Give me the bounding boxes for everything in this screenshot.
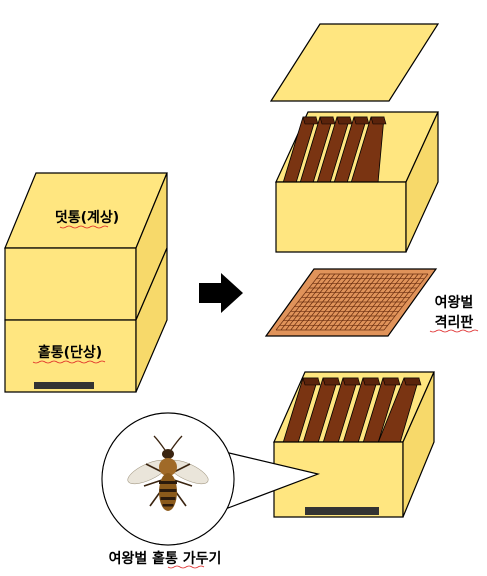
stacked-hive: 덧통(계상) 홑통(단상) bbox=[4, 172, 168, 393]
lower-box-open-side bbox=[402, 371, 435, 518]
lower-box-open bbox=[273, 371, 435, 518]
queen-excluder-label-line2: 격리판 bbox=[435, 314, 474, 331]
lower-box-side bbox=[135, 247, 168, 393]
queen-excluder bbox=[264, 268, 438, 337]
upper-box-open-front bbox=[275, 181, 407, 253]
spellcheck-underline bbox=[167, 565, 205, 569]
upper-box-front bbox=[4, 247, 137, 321]
entrance-slot bbox=[305, 507, 379, 515]
bee-icon bbox=[127, 435, 209, 511]
caption-label: 여왕벌 홑통 가두기 bbox=[109, 550, 222, 567]
spellcheck-underline bbox=[59, 225, 109, 229]
bee-callout bbox=[101, 412, 321, 546]
spellcheck-underline bbox=[32, 360, 106, 364]
hive-lid bbox=[269, 23, 440, 102]
queen-excluder-label-line1: 여왕벌 bbox=[435, 294, 474, 311]
upper-box-label: 덧통(계상) bbox=[55, 209, 119, 226]
entrance-slot bbox=[34, 382, 94, 389]
lower-frames bbox=[282, 377, 422, 444]
right-arrow-icon bbox=[199, 273, 243, 313]
lower-box-label: 홑통(단상) bbox=[38, 344, 102, 361]
upper-box-open bbox=[275, 111, 439, 253]
upper-box-open-side bbox=[405, 111, 439, 253]
spellcheck-underline bbox=[429, 329, 479, 333]
excluder-grid bbox=[275, 273, 429, 331]
